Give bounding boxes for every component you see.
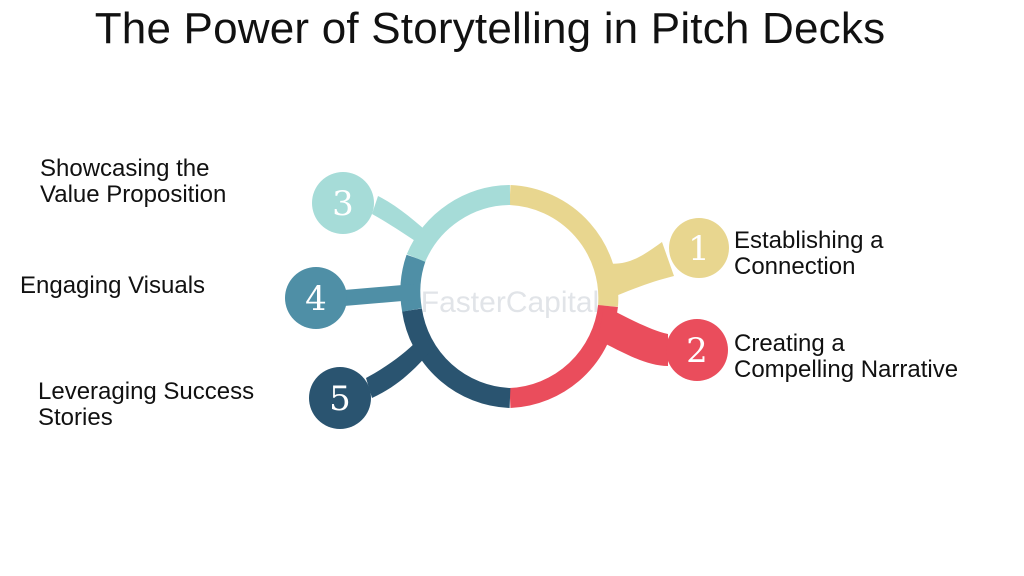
- connector-4: [344, 284, 414, 306]
- step-label-3: Showcasing the Value Proposition: [40, 156, 226, 208]
- step-number-2: 2: [686, 331, 708, 371]
- step-number-1: 1: [688, 229, 710, 269]
- connector-5: [366, 340, 430, 398]
- page-title: The Power of Storytelling in Pitch Decks: [94, 4, 886, 53]
- bubble-4: [285, 267, 347, 329]
- connector-3: [372, 196, 432, 244]
- step-label-1-line1: Establishing a: [734, 227, 884, 254]
- bubble-3: [312, 172, 374, 234]
- watermark-text: FasterCapital: [421, 286, 599, 319]
- step-number-5: 5: [329, 379, 351, 419]
- step-label-5-line1: Leveraging Success: [38, 378, 255, 405]
- step-label-2-line2: Compelling Narrative: [734, 356, 959, 383]
- connector-2: [598, 306, 668, 366]
- ring-segment-2: [509, 304, 618, 408]
- bubble-5: [309, 367, 371, 429]
- ring-segment-4: [400, 254, 426, 312]
- step-label-5: Leveraging Success Stories: [38, 379, 254, 431]
- step-label-3-line1: Showcasing the: [40, 155, 210, 182]
- step-number-4: 4: [305, 279, 327, 319]
- step-label-2-line1: Creating a: [734, 330, 845, 357]
- step-label-5-line2: Stories: [38, 404, 113, 431]
- bubble-2: [666, 319, 728, 381]
- step-label-2: Creating a Compelling Narrative: [734, 331, 958, 383]
- connector-1: [598, 242, 674, 300]
- ring-segment-5: [402, 308, 511, 408]
- step-label-4: Engaging Visuals: [20, 273, 205, 299]
- step-label-4-line1: Engaging Visuals: [20, 272, 206, 299]
- step-number-3: 3: [332, 184, 354, 224]
- step-label-1: Establishing a Connection: [734, 228, 883, 280]
- step-label-3-line2: Value Proposition: [40, 181, 227, 208]
- step-label-1-line2: Connection: [734, 253, 856, 280]
- bubble-1: [669, 218, 729, 278]
- ring-segment-3: [406, 185, 511, 263]
